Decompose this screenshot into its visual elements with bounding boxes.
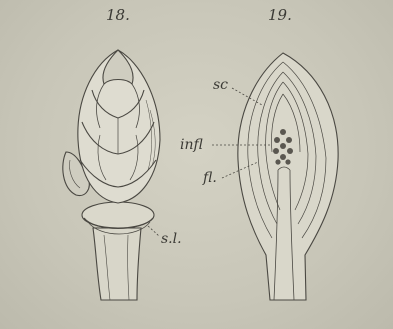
- label-sc: sc: [213, 78, 228, 92]
- label-fl: fl.: [203, 171, 217, 185]
- figure-number-19: 19.: [268, 8, 292, 23]
- figure-number-18: 18.: [106, 8, 130, 23]
- figure-19-section: [212, 53, 338, 300]
- label-sl: s.l.: [161, 232, 182, 246]
- label-infl: infl: [180, 138, 203, 152]
- figure-18-bud: [63, 50, 160, 300]
